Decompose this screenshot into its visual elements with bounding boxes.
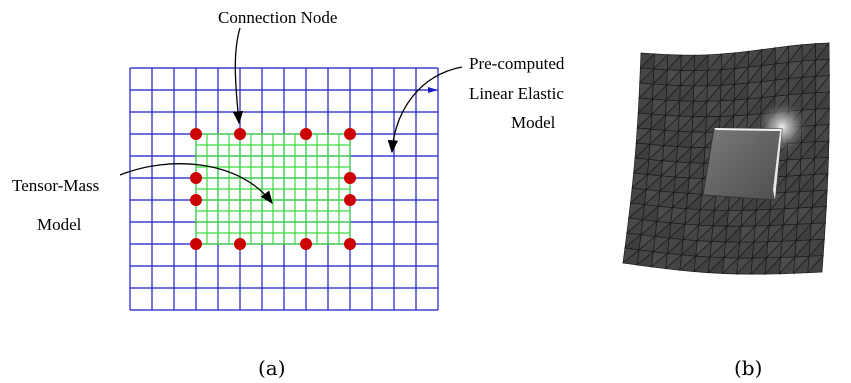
- connection-node: [234, 238, 246, 250]
- precomputed-label-line3: Model: [511, 113, 556, 132]
- connection-node: [190, 238, 202, 250]
- mesh-hole-highlight-edge: [714, 128, 782, 131]
- tensor-mass-label-line1: Tensor-Mass: [12, 176, 99, 195]
- precomputed-label-line2: Linear Elastic: [469, 84, 564, 103]
- panel-a-grid-diagram: Connection Node Pre-computed Linear Elas…: [12, 8, 565, 380]
- outer-grid: [129, 67, 439, 311]
- connection-node: [190, 194, 202, 206]
- mesh-hole-right-edge: [773, 129, 782, 200]
- connection-node-label: Connection Node: [218, 8, 337, 27]
- connection-node: [344, 238, 356, 250]
- precomputed-blue-arrowhead-icon: [428, 87, 438, 93]
- connection-node: [300, 128, 312, 140]
- connection-node: [190, 172, 202, 184]
- connection-node: [234, 128, 246, 140]
- connection-node: [344, 172, 356, 184]
- mesh-triangle: [806, 254, 824, 274]
- mesh-hole: [702, 127, 783, 201]
- tensor-mass-label-line2: Model: [37, 215, 82, 234]
- precomputed-arrow: [387, 66, 463, 154]
- tensor-mass-arrow: [119, 163, 273, 205]
- connection-node: [344, 128, 356, 140]
- caption-b: (b): [734, 356, 762, 380]
- precomputed-label-line1: Pre-computed: [469, 54, 565, 73]
- connection-node: [300, 238, 312, 250]
- inner-grid: [195, 133, 351, 245]
- panel-b-deformed-mesh: (b): [622, 41, 831, 380]
- caption-a: (a): [258, 356, 286, 380]
- connection-node-arrow: [232, 27, 244, 125]
- connection-node: [190, 128, 202, 140]
- connection-nodes: [190, 128, 356, 250]
- connection-node: [344, 194, 356, 206]
